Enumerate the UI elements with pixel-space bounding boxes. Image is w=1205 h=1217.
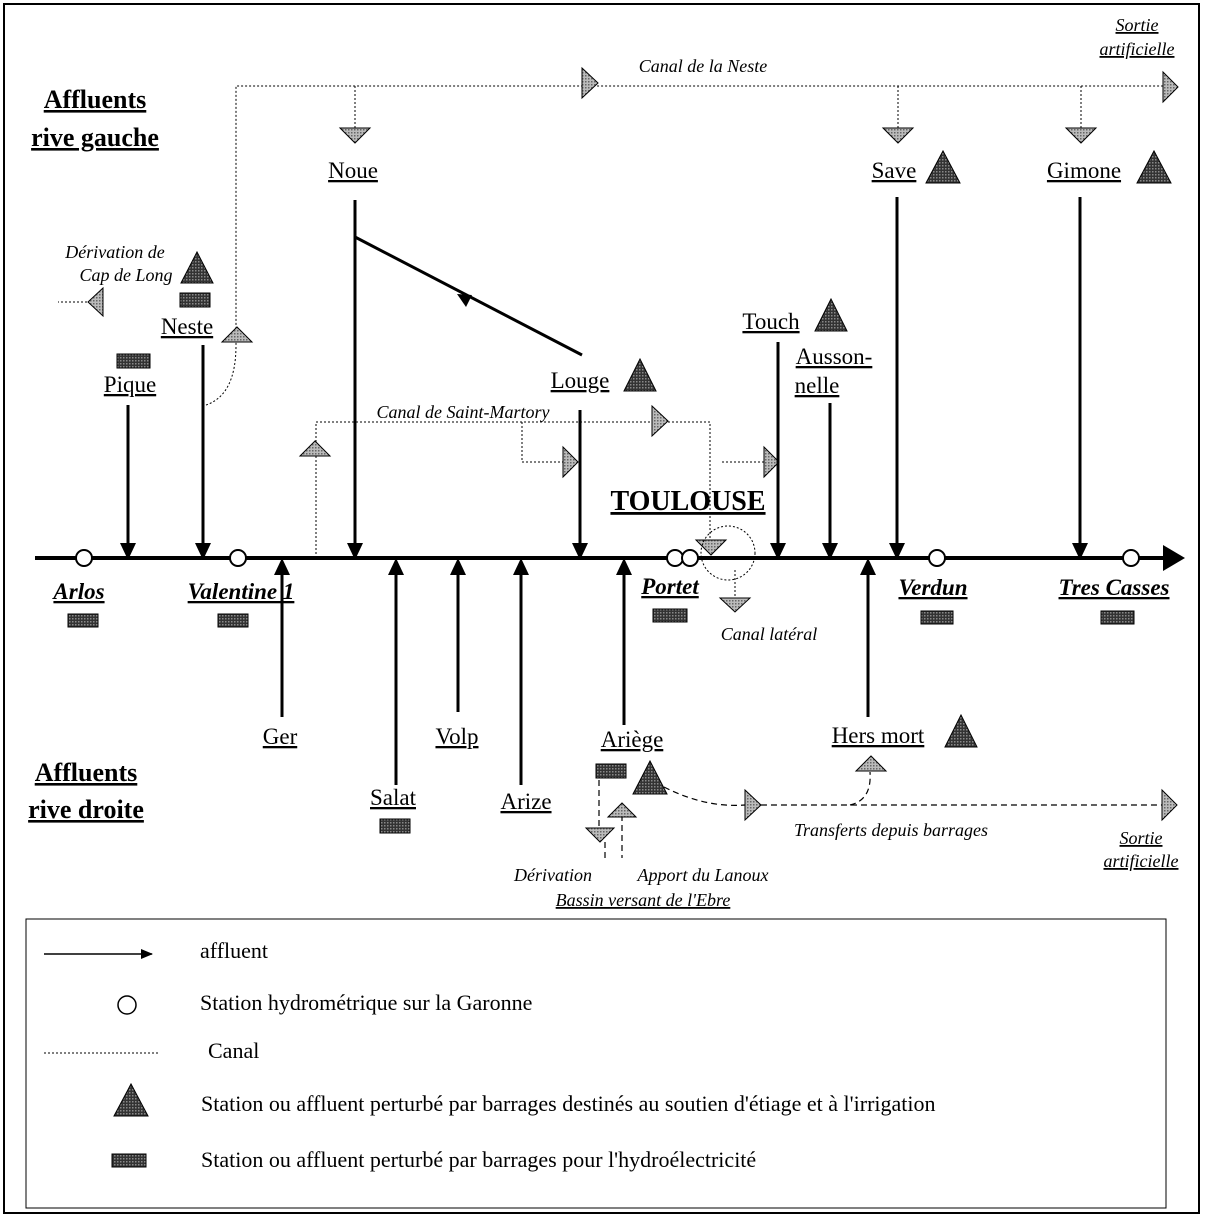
noue-arrowhead (347, 543, 363, 560)
pique-arrowhead (120, 543, 136, 560)
toulouse-confluence-ring (700, 525, 756, 581)
station-tres-casses-marker (1122, 549, 1140, 567)
city-label: TOULOUSE (610, 486, 765, 517)
volp-arrowhead (450, 558, 466, 575)
transferts-label: Transferts depuis barrages (794, 820, 988, 840)
irrig-gimone (1136, 149, 1172, 184)
canal-flow-markers (87, 66, 1179, 613)
aussonnelle-arrowhead (822, 543, 838, 560)
canal-saint-martory-label: Canal de Saint-Martory (377, 402, 550, 422)
station-portet: Portet (640, 574, 699, 599)
hydro-arlos (67, 613, 99, 628)
touch-arrowhead (770, 543, 786, 560)
hydro-pique (116, 353, 151, 369)
noue-louge-arrowhead (457, 294, 472, 307)
derivation-marker (584, 827, 616, 843)
label-neste: Neste (161, 314, 213, 339)
gimone-arrowhead (1072, 543, 1088, 560)
irrig-cap-de-long (180, 250, 214, 284)
label-ariege: Ariège (601, 727, 664, 752)
label-noue: Noue (328, 158, 378, 183)
legend-hydro: Station ou affluent perturbé par barrage… (201, 1147, 756, 1172)
station-valentine: Valentine 1 (188, 579, 295, 604)
transferts-hers-branch (849, 771, 871, 806)
legend-canal: Canal (208, 1038, 259, 1063)
hydro-portet (652, 608, 688, 623)
legend-affluent: affluent (200, 938, 268, 963)
hydro-salat (379, 818, 411, 834)
cap-de-long-1: Dérivation de (64, 242, 164, 262)
label-pique: Pique (104, 372, 156, 397)
ariege-arrowhead (616, 558, 632, 575)
hers-mort-arrowhead (860, 558, 876, 575)
arize-arrowhead (513, 558, 529, 575)
legend-station: Station hydrométrique sur la Garonne (200, 990, 532, 1015)
station-arlos: Arlos (51, 579, 104, 604)
station-tres-casses: Tres Casses (1059, 575, 1170, 600)
station-arlos-marker (75, 549, 93, 567)
apport-lanoux-label: Apport du Lanoux (636, 865, 768, 885)
transferts-path (663, 786, 1162, 806)
right-bank-title-1: Affluents (35, 758, 138, 787)
salat-arrowhead (388, 558, 404, 575)
ger-arrowhead (274, 558, 290, 575)
label-aussonnelle-2: nelle (795, 373, 840, 398)
outer-frame (3, 3, 1200, 1214)
derivation-label: Dérivation (513, 865, 592, 885)
sortie-top-2: artificielle (1100, 39, 1175, 59)
label-salat: Salat (370, 785, 417, 810)
label-louge: Louge (551, 368, 610, 393)
neste-arrowhead (195, 543, 211, 560)
label-ger: Ger (263, 724, 298, 749)
label-gimone: Gimone (1047, 158, 1121, 183)
station-valentine-marker (229, 549, 247, 567)
station-verdun-marker (928, 549, 946, 567)
legend-irrigation: Station ou affluent perturbé par barrage… (201, 1091, 936, 1116)
irrig-hers-mort (944, 713, 978, 748)
transferts-marker (744, 788, 762, 822)
lanoux-marker (606, 802, 638, 818)
label-hers-mort: Hers mort (832, 723, 925, 748)
legend-symbols (44, 949, 158, 1168)
sortie-bottom-marker (1161, 788, 1178, 822)
station-verdun: Verdun (898, 575, 967, 600)
canal-neste-network (58, 85, 1165, 600)
left-bank-title-2: rive gauche (31, 123, 159, 152)
irrig-save (925, 149, 961, 184)
label-arize: Arize (500, 789, 551, 814)
sortie-bottom-1: Sortie (1120, 828, 1163, 848)
hydro-tres-casses (1100, 610, 1135, 625)
bassin-ebre-label: Bassin versant de l'Ebre (556, 890, 731, 910)
sortie-top-1: Sortie (1116, 15, 1159, 35)
hydro-verdun (920, 610, 954, 625)
left-bank-title-1: Affluents (44, 85, 147, 114)
hers-return-marker (854, 755, 888, 772)
canal-neste-label: Canal de la Neste (639, 56, 768, 76)
canal-lateral-label: Canal latéral (721, 624, 818, 644)
right-bank-title-2: rive droite (28, 795, 144, 824)
label-volp: Volp (435, 724, 478, 749)
station-portet-marker-2 (681, 549, 699, 567)
louge-arrowhead (572, 543, 588, 560)
legend-box (25, 918, 1167, 1209)
label-touch: Touch (742, 309, 800, 334)
label-aussonnelle-1: Ausson- (796, 344, 873, 369)
label-save: Save (872, 158, 917, 183)
sortie-bottom-2: artificielle (1104, 851, 1179, 871)
garonne-river (35, 545, 1185, 571)
save-arrowhead (889, 543, 905, 560)
hydro-cap-de-long (179, 292, 211, 308)
hydro-ariege (595, 763, 627, 779)
irrig-ariege (632, 759, 668, 795)
irrig-louge (623, 357, 657, 392)
irrig-touch (814, 297, 848, 332)
cap-de-long-2: Cap de Long (79, 265, 172, 285)
hydro-valentine (217, 613, 249, 628)
station-portet-marker (666, 549, 684, 567)
